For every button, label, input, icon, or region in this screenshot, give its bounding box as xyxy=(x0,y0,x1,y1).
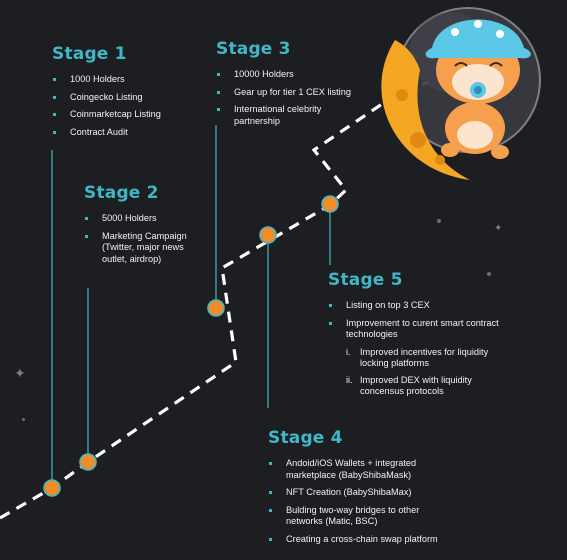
list-item: Andoid/iOS Wallets + integrated marketpl… xyxy=(268,458,458,481)
sparkle-icon: ✦ xyxy=(14,365,26,381)
list-item: 5000 Holders xyxy=(84,213,196,225)
bullet-icon xyxy=(269,508,272,512)
sub-list-item: i.Improved incentives for liquidity lock… xyxy=(346,346,489,369)
stage-2: Stage 2 5000 Holders Marketing Campaign … xyxy=(84,183,196,271)
bullet-icon xyxy=(269,537,272,541)
stage-items: 10000 Holders Gear up for tier 1 CEX lis… xyxy=(216,69,376,127)
list-item: Creating a cross-chain swap platform xyxy=(268,534,458,546)
bullet-icon xyxy=(329,321,332,325)
list-item: Contract Audit xyxy=(52,127,202,139)
stage-subitems: i.Improved incentives for liquidity lock… xyxy=(346,347,516,398)
star-dot-icon xyxy=(487,272,491,276)
shiba-astronaut-on-moon-icon xyxy=(381,7,541,180)
milestone-node-1 xyxy=(43,479,61,497)
milestone-node-2 xyxy=(79,453,97,471)
stage-title: Stage 4 xyxy=(268,428,343,448)
stage-4: Stage 4 Andoid/iOS Wallets + integrated … xyxy=(268,428,458,551)
stage-title: Stage 1 xyxy=(52,44,127,64)
bullet-icon xyxy=(269,462,272,465)
stage-items: 5000 Holders Marketing Campaign (Twitter… xyxy=(84,213,196,265)
stage-title: Stage 2 xyxy=(84,183,159,203)
list-item: Listing on top 3 CEX xyxy=(328,300,528,312)
milestone-node-5 xyxy=(321,195,339,213)
milestone-node-4 xyxy=(259,226,277,244)
stage-5: Stage 5 Listing on top 3 CEX Improvement… xyxy=(328,270,528,403)
stage-1: Stage 1 1000 Holders Coingecko Listing C… xyxy=(52,44,202,144)
star-dot-icon xyxy=(437,219,441,223)
bullet-icon xyxy=(85,234,88,238)
list-item: 10000 Holders xyxy=(216,69,376,81)
list-item: Marketing Campaign (Twitter, major news … xyxy=(84,231,196,266)
bullet-icon xyxy=(329,304,332,307)
milestone-node-3 xyxy=(207,299,225,317)
star-dot-icon xyxy=(22,418,25,421)
list-item: International celebrity partnership xyxy=(216,104,344,127)
list-item: Coingecko Listing xyxy=(52,92,202,104)
sub-list-item: ii.Improved DEX with liquidity concensus… xyxy=(346,374,472,397)
bullet-icon xyxy=(85,217,88,220)
stage-title: Stage 3 xyxy=(216,39,291,59)
list-item: Improvement to curent smart contract tec… xyxy=(328,318,528,341)
bullet-icon xyxy=(53,95,56,99)
list-item: Gear up for tier 1 CEX listing xyxy=(216,87,376,99)
sparkle-icon: ✦ xyxy=(494,223,503,234)
bullet-icon xyxy=(53,113,56,116)
stage-items: Listing on top 3 CEX Improvement to cure… xyxy=(328,300,528,341)
list-item: NFT Creation (BabyShibaMax) xyxy=(268,487,458,499)
bullet-icon xyxy=(217,73,220,76)
stage-items: Andoid/iOS Wallets + integrated marketpl… xyxy=(268,458,458,545)
bullet-icon xyxy=(53,130,56,134)
bullet-icon xyxy=(217,108,220,111)
stage-items: 1000 Holders Coingecko Listing Coinmarke… xyxy=(52,74,202,138)
stage-title: Stage 5 xyxy=(328,270,403,290)
list-item: Coinmarketcap Listing xyxy=(52,109,202,121)
bullet-icon xyxy=(217,90,220,94)
bullet-icon xyxy=(269,491,272,494)
stage-3: Stage 3 10000 Holders Gear up for tier 1… xyxy=(216,39,376,133)
list-item: 1000 Holders xyxy=(52,74,202,86)
list-item: Bulding two-way bridges to other network… xyxy=(268,505,458,528)
bullet-icon xyxy=(53,78,56,81)
